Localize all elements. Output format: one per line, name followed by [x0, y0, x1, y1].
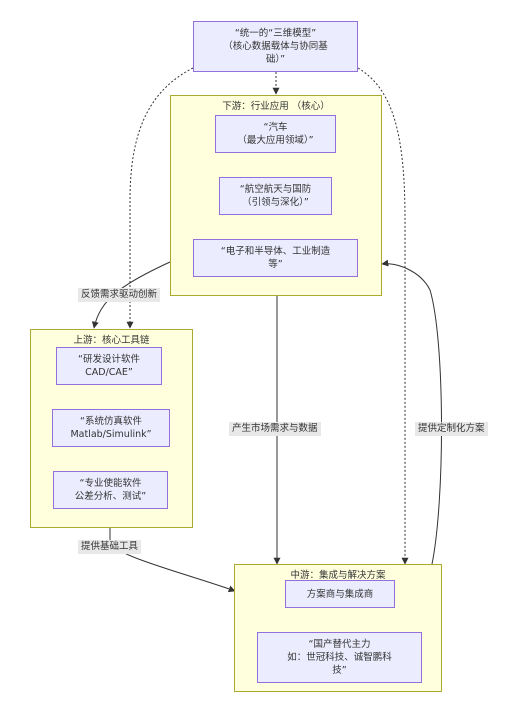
node-tolerance-software-text: “专业使能软件 公差分析、测试” — [74, 478, 147, 502]
edge-custom — [381, 259, 443, 565]
node-electronics-text: “电子和半导体、工业制造 等” — [220, 246, 331, 270]
node-3d-model-text: “统一的“三维模型” （核心数据载体与协同基 础）” — [223, 28, 328, 65]
node-domestic-replacement: “国产替代主力 如：世冠科技、诚智鹏科 技” — [257, 632, 422, 683]
edge-tools — [109, 528, 236, 593]
node-aero-text: “航空航天与国防 （引领与深化）” — [239, 184, 312, 208]
cluster-midstream-title: 中游：集成与解决方案 — [290, 570, 386, 581]
cluster-downstream-title: 下游：行业应用 （核心） — [222, 101, 330, 112]
edge-label-tools: 提供基础工具 — [78, 540, 142, 554]
edge-label-feedback: 反馈需求驱动创新 — [78, 288, 161, 302]
edge-label-custom: 提供定制化方案 — [415, 422, 488, 436]
edge-model-upstream — [126, 67, 194, 329]
node-domestic-replacement-text: “国产替代主力 如：世冠科技、诚智鹏科 技” — [287, 639, 392, 676]
node-simulation-software: “系统仿真软件 Matlab/Simulink” — [52, 409, 170, 447]
node-simulation-software-text: “系统仿真软件 Matlab/Simulink” — [70, 416, 152, 440]
node-car-text: “汽车 （最大应用领域）” — [237, 122, 314, 146]
cluster-upstream-title: 上游：核心工具链 — [73, 335, 150, 346]
node-electronics: “电子和半导体、工业制造 等” — [193, 239, 358, 277]
node-integrator-text: 方案商与集成商 — [306, 588, 374, 600]
node-integrator: 方案商与集成商 — [285, 580, 395, 608]
node-rnd-software-text: “研发设计软件 CAD/CAE” — [78, 354, 140, 378]
node-aero: “航空航天与国防 （引领与深化）” — [219, 177, 332, 215]
edge-label-market: 产生市场需求与数据 — [229, 422, 321, 436]
node-rnd-software: “研发设计软件 CAD/CAE” — [56, 347, 162, 385]
node-3d-model: “统一的“三维模型” （核心数据载体与协同基 础）” — [193, 21, 358, 72]
node-tolerance-software: “专业使能软件 公差分析、测试” — [53, 471, 168, 509]
edge-model-midstream — [357, 67, 409, 565]
node-car: “汽车 （最大应用领域）” — [215, 115, 336, 153]
